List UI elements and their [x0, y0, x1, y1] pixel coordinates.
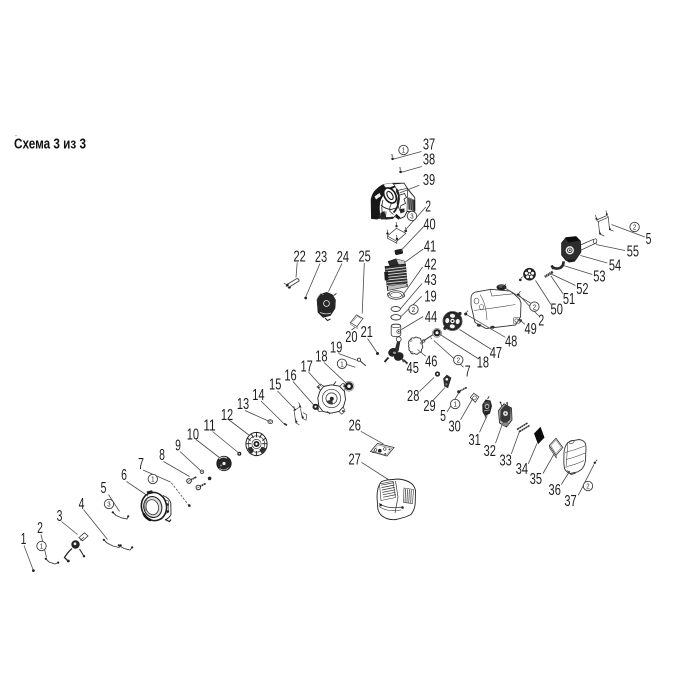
svg-text:39: 39: [423, 172, 435, 189]
svg-text:1: 1: [151, 475, 154, 484]
svg-text:54: 54: [609, 258, 621, 275]
svg-text:7: 7: [138, 456, 144, 473]
svg-text:5: 5: [101, 480, 107, 497]
svg-text:31: 31: [468, 432, 480, 449]
svg-text:19: 19: [424, 288, 436, 305]
svg-text:3: 3: [107, 500, 110, 509]
svg-text:15: 15: [269, 377, 281, 394]
svg-text:2: 2: [533, 302, 536, 311]
svg-text:5: 5: [440, 408, 446, 425]
svg-text:35: 35: [530, 471, 542, 488]
svg-text:21: 21: [361, 324, 373, 341]
svg-text:2: 2: [425, 198, 431, 215]
svg-text:10: 10: [187, 427, 199, 444]
svg-text:46: 46: [425, 354, 437, 371]
svg-text:9: 9: [175, 438, 181, 455]
svg-text:2: 2: [412, 305, 415, 314]
svg-text:Схема 3 из 3: Схема 3 из 3: [14, 136, 86, 152]
svg-text:3: 3: [57, 508, 63, 525]
svg-text:37: 37: [423, 137, 435, 154]
svg-text:1: 1: [340, 360, 343, 369]
svg-text:1: 1: [454, 400, 457, 409]
svg-text:5: 5: [646, 231, 652, 248]
svg-text:44: 44: [425, 309, 437, 326]
svg-text:36: 36: [549, 482, 561, 499]
svg-text:3: 3: [410, 212, 413, 221]
svg-text:14: 14: [252, 387, 264, 404]
svg-text:2: 2: [633, 223, 636, 232]
svg-text:49: 49: [524, 321, 536, 338]
svg-text:20: 20: [345, 329, 357, 346]
svg-text:1: 1: [402, 146, 405, 155]
svg-text:19: 19: [330, 340, 342, 357]
svg-text:2: 2: [538, 313, 544, 330]
svg-text:26: 26: [349, 417, 361, 434]
svg-text:55: 55: [627, 243, 639, 260]
svg-text:30: 30: [448, 419, 460, 436]
svg-text:8: 8: [159, 447, 165, 464]
svg-text:38: 38: [423, 151, 435, 168]
svg-text:47: 47: [490, 345, 502, 362]
svg-text:48: 48: [505, 333, 517, 350]
svg-text:2: 2: [457, 356, 460, 365]
svg-text:33: 33: [499, 453, 511, 470]
svg-text:22: 22: [293, 248, 305, 265]
svg-text:23: 23: [315, 249, 327, 266]
svg-text:16: 16: [284, 368, 296, 385]
svg-text:34: 34: [516, 461, 528, 478]
svg-text:17: 17: [300, 359, 312, 376]
svg-text:7: 7: [465, 364, 471, 381]
svg-text:50: 50: [551, 302, 563, 319]
svg-text:42: 42: [424, 256, 436, 273]
svg-text:13: 13: [237, 396, 249, 413]
svg-text:11: 11: [203, 418, 215, 435]
svg-text:41: 41: [424, 238, 436, 255]
svg-text:2: 2: [586, 482, 589, 491]
svg-text:18: 18: [315, 349, 327, 366]
svg-text:1: 1: [40, 542, 43, 551]
svg-text:24: 24: [337, 249, 349, 266]
svg-text:2: 2: [37, 520, 43, 537]
svg-text:45: 45: [407, 360, 419, 377]
svg-text:43: 43: [424, 272, 436, 289]
svg-text:52: 52: [576, 281, 588, 298]
svg-text:32: 32: [484, 443, 496, 460]
svg-text:40: 40: [423, 216, 435, 233]
svg-text:28: 28: [407, 388, 419, 405]
svg-text:53: 53: [593, 268, 605, 285]
svg-text:18: 18: [477, 354, 489, 371]
svg-text:4: 4: [79, 496, 85, 513]
svg-text:27: 27: [348, 452, 360, 469]
svg-text:25: 25: [358, 248, 370, 265]
svg-text:1: 1: [21, 531, 27, 548]
svg-text:6: 6: [121, 467, 127, 484]
svg-text:51: 51: [563, 291, 575, 308]
svg-text:37: 37: [564, 493, 576, 510]
svg-text:29: 29: [423, 398, 435, 415]
svg-text:12: 12: [221, 407, 233, 424]
